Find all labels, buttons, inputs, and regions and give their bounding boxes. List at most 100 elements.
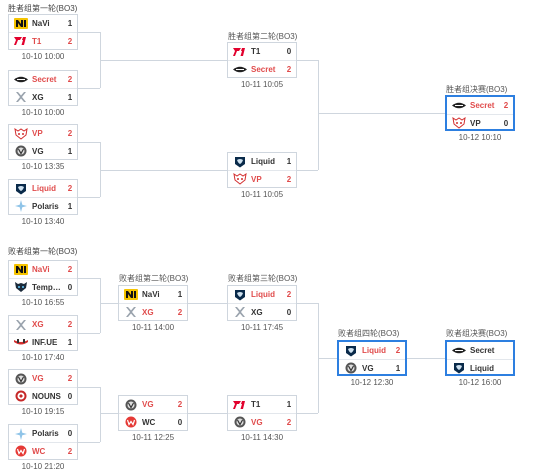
- bracket-connector: [100, 413, 118, 414]
- team-name: WC: [142, 417, 156, 427]
- xg-logo-icon: [14, 91, 28, 103]
- team-name: Secret: [32, 75, 57, 84]
- vp-logo-icon: [14, 127, 28, 140]
- team-score: 2: [67, 184, 73, 193]
- team-name: XG: [142, 307, 154, 317]
- bracket-connector: [78, 278, 100, 279]
- xg-logo-icon: [14, 319, 28, 331]
- nouns-logo-icon: [14, 390, 28, 402]
- team-score: 1: [395, 363, 401, 373]
- lower-bracket-title: 败者组第一轮(BO3): [8, 247, 78, 256]
- team-name: WC: [32, 446, 46, 456]
- bracket-connector: [78, 333, 100, 334]
- team-row[interactable]: Temp…0: [9, 278, 77, 295]
- liquid-logo-icon: [452, 362, 466, 374]
- team-score: 2: [67, 265, 73, 274]
- team-score: 1: [286, 157, 292, 166]
- liquid-logo-icon: [344, 345, 358, 357]
- team-score: 0: [67, 282, 73, 292]
- secret-logo-icon: [14, 74, 28, 86]
- navi-logo-icon: [124, 289, 138, 301]
- team-name: XG: [32, 92, 44, 102]
- team-name: Secret: [251, 64, 276, 74]
- match-time: 10-12 16:00: [458, 378, 502, 387]
- team-score: 2: [395, 346, 401, 355]
- team-name: Secret: [470, 346, 495, 355]
- team-row[interactable]: XG 1: [9, 88, 77, 105]
- team-score: 1: [67, 92, 73, 102]
- team-name: Liquid: [32, 184, 56, 193]
- team-row[interactable]: VG 1: [339, 359, 405, 376]
- wc-logo-icon: [14, 445, 28, 457]
- team-name: Secret: [470, 101, 495, 110]
- team-score: 0: [286, 307, 292, 317]
- match-time: 10-10 21:20: [21, 462, 65, 471]
- team-name: VP: [470, 118, 481, 128]
- team-row[interactable]: WC 0: [119, 413, 187, 430]
- vg-logo-icon: [14, 373, 28, 385]
- team-row[interactable]: WC 2: [9, 442, 77, 459]
- navi-logo-icon: [14, 18, 28, 30]
- lb-round2-title: 败者组第二轮(BO3): [119, 274, 189, 283]
- ub-final-title: 胜者组决赛(BO3): [446, 85, 508, 94]
- liquid-logo-icon: [233, 289, 247, 301]
- team-name: VG: [362, 363, 374, 373]
- team-row[interactable]: Secret: [447, 342, 513, 359]
- team-row[interactable]: Liquid: [447, 359, 513, 376]
- team-score: 0: [177, 417, 183, 427]
- upper-bracket-title: 胜者组第一轮(BO3): [8, 4, 78, 13]
- bracket-connector: [78, 442, 100, 443]
- team-row[interactable]: Liquid 2: [9, 180, 77, 197]
- team-score: 2: [67, 36, 73, 46]
- bracket-connector: [188, 303, 227, 304]
- team-score: 2: [67, 446, 73, 456]
- bracket-connector: [297, 60, 318, 61]
- bracket-connector: [318, 60, 319, 170]
- wc-logo-icon: [124, 416, 138, 428]
- lb-round4-title: 败者组四轮(BO3): [338, 329, 400, 338]
